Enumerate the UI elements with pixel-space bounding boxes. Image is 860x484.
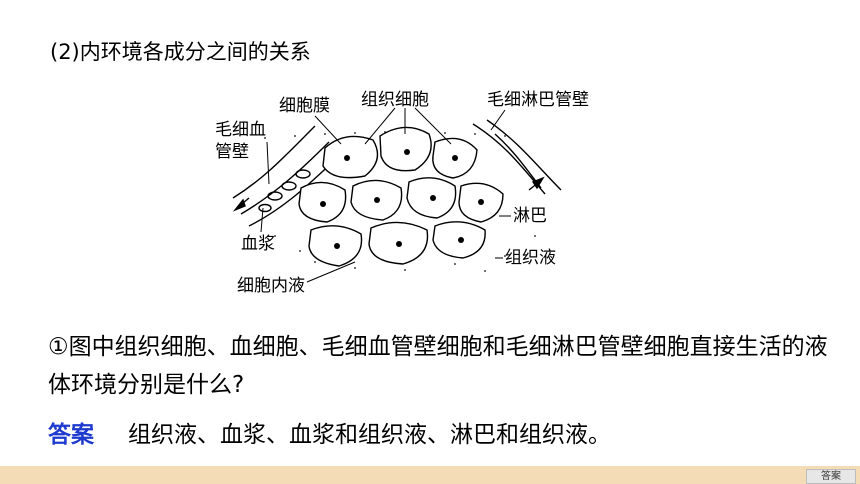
leader-lines — [260, 107, 511, 283]
answer-label: 答案 — [48, 422, 94, 448]
answer-row: 答案 组织液、血浆、血浆和组织液、淋巴和组织液。 — [48, 418, 611, 452]
label-capillary-wall-line2: 管壁 — [215, 142, 249, 162]
cell-nuclei — [320, 149, 484, 249]
label-lymph-capillary-wall: 毛细淋巴管壁 — [487, 90, 589, 110]
question-text: ①图中组织细胞、血细胞、毛细血管壁细胞和毛细淋巴管壁细胞直接生活的液体环境分别是… — [48, 334, 828, 398]
label-tissue-fluid: 组织液 — [505, 248, 556, 268]
answer-button[interactable]: 答案 — [806, 469, 856, 484]
label-intracellular-fluid: 细胞内液 — [237, 276, 305, 296]
tissue-fluid-dots — [264, 131, 536, 272]
lymph-capillary — [472, 119, 562, 195]
internal-environment-diagram: 细胞膜 组织细胞 毛细淋巴管壁 毛细血 管壁 淋巴 血浆 组织液 细胞内液 — [205, 86, 625, 306]
answer-text: 组织液、血浆、血浆和组织液、淋巴和组织液。 — [128, 422, 611, 448]
label-cell-membrane: 细胞膜 — [279, 96, 330, 116]
diagram-illustration — [232, 107, 562, 283]
label-plasma: 血浆 — [241, 234, 275, 254]
flow-arrows — [232, 176, 545, 212]
label-lymph: 淋巴 — [513, 206, 547, 226]
bottom-bar — [0, 466, 860, 484]
tissue-cells — [298, 126, 504, 267]
label-tissue-cells: 组织细胞 — [361, 90, 429, 110]
section-heading: (2)内环境各成分之间的关系 — [50, 40, 311, 64]
label-capillary-wall-line1: 毛细血 — [215, 120, 266, 140]
